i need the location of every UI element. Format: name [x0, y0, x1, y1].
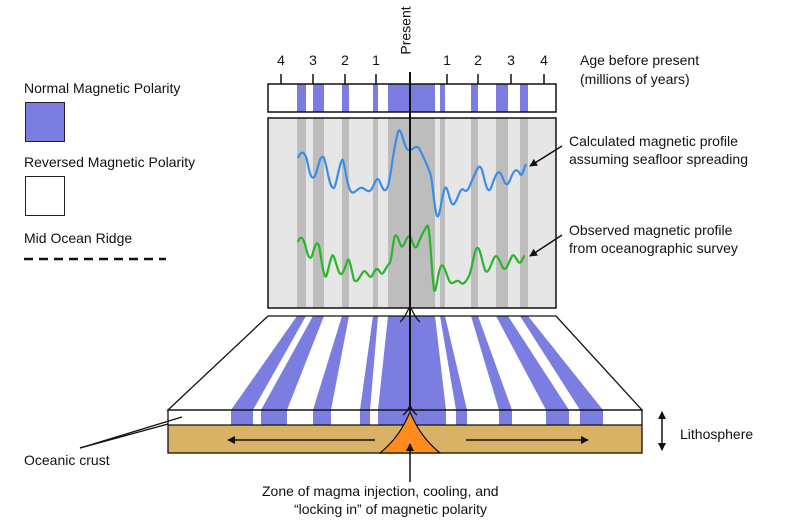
- tick-right-1: 1: [443, 52, 451, 68]
- panel-band: [520, 118, 528, 308]
- calculated-pointer-arrow: [529, 145, 563, 167]
- panel-band: [342, 118, 349, 308]
- observed-profile-line: [296, 224, 526, 292]
- calculated-profile-line: [296, 129, 528, 218]
- crust-stripe: [360, 410, 370, 425]
- calculated-label-line1: Calculated magnetic profile: [569, 133, 738, 149]
- crust-stripe: [231, 410, 253, 425]
- magma-label-line1: Zone of magma injection, cooling, and: [262, 483, 499, 499]
- crust-stripe: [499, 410, 512, 425]
- seafloor-stripe: [520, 316, 603, 410]
- polarity-band: [440, 84, 445, 112]
- crust-stripe: [546, 410, 569, 425]
- tick-left-1: 1: [372, 52, 380, 68]
- legend-reversed-swatch: [25, 176, 65, 216]
- crust-stripe: [456, 410, 467, 425]
- oceanic-crust-pointer: [79, 416, 183, 449]
- crust-stripe: [261, 410, 287, 425]
- polarity-band: [520, 84, 528, 112]
- age-label-line1: Age before present: [580, 52, 700, 68]
- polarity-strip: [267, 83, 557, 113]
- seafloor-stripe: [496, 316, 569, 410]
- tick-left-4: 4: [277, 52, 285, 68]
- oceanic-crust-label: Oceanic crust: [24, 452, 110, 468]
- magma-zone: [378, 410, 442, 454]
- tick-right-2: 2: [474, 52, 482, 68]
- legend-normal-swatch: [25, 102, 65, 142]
- present-label: Present: [397, 6, 414, 55]
- tick-right-3: 3: [507, 52, 515, 68]
- panel-band: [440, 118, 445, 308]
- crust-stripe: [580, 410, 603, 425]
- seafloor-stripe: [378, 316, 446, 410]
- seafloor-stripe: [261, 316, 324, 410]
- ridge-notch: [402, 402, 418, 416]
- polarity-band: [297, 84, 306, 112]
- panel-band: [496, 118, 508, 308]
- profile-panel: [267, 117, 557, 309]
- tick-left-2: 2: [341, 52, 349, 68]
- tick-right-4: 4: [540, 52, 548, 68]
- tick-left-3: 3: [309, 52, 317, 68]
- calculated-label-line2: assuming seafloor spreading: [569, 151, 748, 167]
- polarity-band: [471, 84, 478, 112]
- seafloor-stripe: [313, 316, 349, 410]
- legend-ridge-label: Mid Ocean Ridge: [24, 230, 133, 246]
- polarity-band: [313, 84, 324, 112]
- ridge-peak: [399, 304, 421, 323]
- legend-reversed-label: Reversed Magnetic Polarity: [24, 154, 196, 170]
- magma-label-line2: “locking in” of magnetic polarity: [294, 501, 487, 517]
- polarity-band: [373, 84, 378, 112]
- seafloor-stripe: [231, 316, 306, 410]
- seafloor-block: [166, 315, 644, 454]
- panel-band: [471, 118, 478, 308]
- panel-band: [313, 118, 324, 308]
- panel-band: [297, 118, 306, 308]
- polarity-band: [496, 84, 508, 112]
- observed-label-line1: Observed magnetic profile: [569, 222, 733, 238]
- lithosphere-label: Lithosphere: [680, 426, 754, 442]
- panel-band: [373, 118, 378, 308]
- observed-pointer-arrow: [529, 234, 563, 257]
- seafloor-stripe: [360, 316, 378, 410]
- legend-normal-label: Normal Magnetic Polarity: [24, 80, 181, 96]
- polarity-band: [342, 84, 349, 112]
- observed-label-line2: from oceanographic survey: [569, 240, 738, 256]
- crust-stripe: [313, 410, 331, 425]
- seafloor-stripe: [471, 316, 512, 410]
- tick-marks: [280, 74, 545, 84]
- age-label-line2: (millions of years): [580, 71, 690, 87]
- seafloor-stripe: [440, 316, 467, 410]
- polarity-band: [388, 84, 435, 112]
